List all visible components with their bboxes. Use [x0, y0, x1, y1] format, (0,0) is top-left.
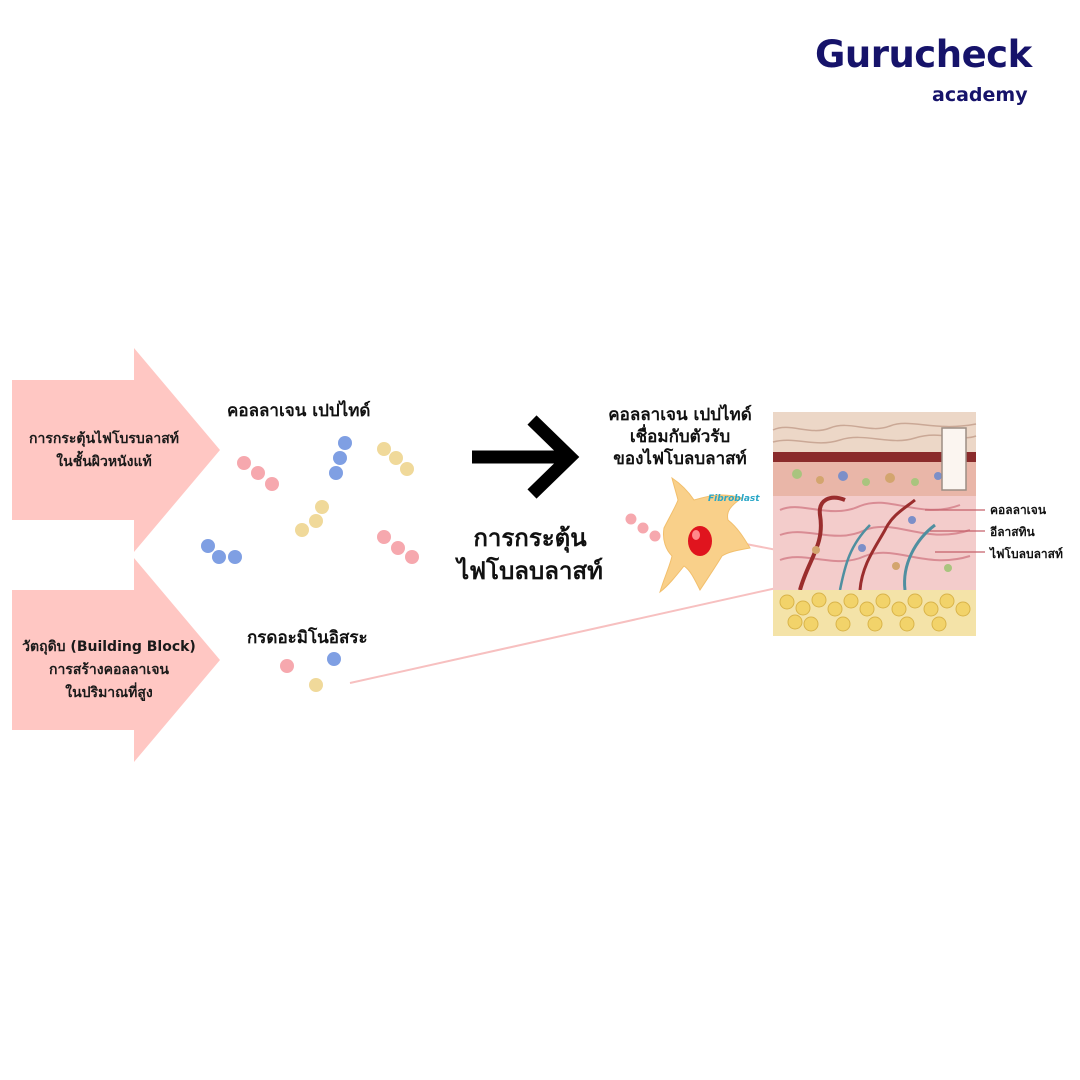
bottom-arrow-line3: ในปริมาณที่สูง: [65, 685, 153, 701]
bottom-arrow-line1: วัตถุดิบ (Building Block): [22, 639, 196, 655]
binding-line2: เชื่อมกับตัวรับ: [629, 427, 731, 447]
skin-cross-section: [772, 412, 985, 636]
fibroblast-cell: [659, 476, 751, 594]
logo-main-text: Gurucheck: [815, 33, 1032, 76]
peptide-yellow-1: [377, 442, 414, 476]
amino-pink: [280, 659, 294, 673]
peptide-pink-2: [377, 530, 419, 564]
fibroblast-label: Fibroblast: [708, 494, 760, 504]
peptide-blue-2: [201, 539, 242, 564]
top-arrow-line2: ในชั้นผิวหนังแท้: [56, 454, 152, 470]
bottom-arrow-line2: การสร้างคอลลาเจน: [49, 662, 169, 678]
binding-line1: คอลลาเจน เปปไทด์: [608, 405, 752, 425]
stimulate-fibroblast-text: การกระตุ้น ไฟโบลบลาสท์: [430, 522, 630, 588]
top-arrow-text: การกระตุ้นไฟโบรบลาสท์ ในชั้นผิวหนังแท้: [14, 428, 194, 474]
peptide-pink-3: [625, 513, 661, 542]
connector-line-amino: [349, 584, 791, 684]
amino-blue: [327, 652, 341, 666]
collagen-peptide-label: คอลลาเจน เปปไทด์: [227, 401, 371, 421]
skin-label-collagen: คอลลาเจน: [990, 503, 1047, 517]
amino-acid-label: กรดอะมิโนอิสระ: [247, 628, 368, 648]
skin-label-elastin: อีลาสทิน: [990, 525, 1035, 539]
binding-line3: ของไฟโบลบลาสท์: [613, 449, 747, 469]
big-arrow-right-icon: [472, 415, 580, 499]
bottom-arrow-shape: [12, 558, 220, 762]
top-arrow-shape: [12, 348, 220, 552]
binding-text: คอลลาเจน เปปไทด์ เชื่อมกับตัวรับ ของไฟโบ…: [580, 404, 780, 470]
amino-yellow: [309, 678, 323, 692]
top-arrow-line1: การกระตุ้นไฟโบรบลาสท์: [28, 431, 179, 447]
bottom-arrow-text: วัตถุดิบ (Building Block) การสร้างคอลลาเ…: [14, 636, 204, 705]
stimulate-line2: ไฟโบลบลาสท์: [457, 557, 603, 585]
peptide-yellow-2: [295, 500, 329, 537]
stimulate-line1: การกระตุ้น: [473, 524, 587, 552]
skin-label-fibroblast: ไฟโบลบลาสท์: [990, 547, 1063, 561]
peptide-blue-1: [329, 436, 352, 480]
logo-sub-text: academy: [932, 84, 1028, 106]
peptide-pink-1: [237, 456, 279, 491]
